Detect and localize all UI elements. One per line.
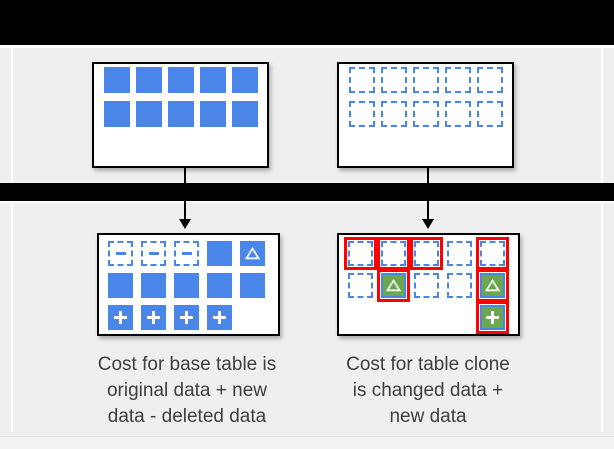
block-solid [108, 273, 133, 298]
block-plus-solid [207, 305, 232, 330]
minus-icon [115, 252, 126, 255]
table-clone-after-box [337, 233, 520, 336]
block-dashed [349, 67, 375, 93]
block-solid [141, 273, 166, 298]
caption-line: Cost for table clone [346, 354, 510, 375]
block-solid [168, 101, 194, 127]
caption-line: original data + new [106, 380, 268, 401]
block-dashed [445, 67, 471, 93]
block-dashed [349, 101, 375, 127]
minus-icon [181, 252, 192, 255]
block-minus-dashed [174, 241, 199, 266]
base-table-after-grid [99, 235, 278, 330]
delta-icon [485, 279, 500, 292]
block-solid [174, 273, 199, 298]
block-solid [232, 101, 258, 127]
base-table-cost-caption: Cost for base table is original data + n… [76, 352, 298, 430]
block-solid [104, 101, 130, 127]
block-solid [232, 67, 258, 93]
block-dashed [445, 101, 471, 127]
caption-line: Cost for base table is [97, 354, 277, 375]
bottom-page-strip [0, 436, 614, 449]
plus-icon [180, 311, 193, 324]
table-clone-after-grid [339, 235, 518, 334]
plus-icon [486, 311, 499, 324]
middle-black-band [0, 183, 614, 201]
block-plus-solid [108, 305, 133, 330]
block-plus-solid [174, 305, 199, 330]
caption-line: is changed data + [352, 380, 504, 401]
arrow-down-left-line [184, 168, 186, 220]
block-solid [200, 67, 226, 93]
block-solid [168, 67, 194, 93]
caption-line: data - deleted data [107, 406, 267, 427]
delta-icon [245, 247, 260, 260]
block-dashed [413, 67, 439, 93]
plus-icon [213, 311, 226, 324]
table-clone-cost-caption: Cost for table clone is changed data + n… [317, 352, 539, 430]
block-dashed [414, 273, 439, 298]
block-solid [200, 101, 226, 127]
divider-hairline-top [0, 45, 614, 48]
block-dashed [344, 237, 377, 270]
block-minus-dashed [141, 241, 166, 266]
left-margin-line [11, 48, 13, 183]
block-dashed [381, 67, 407, 93]
arrow-down-right-line [427, 168, 429, 220]
base-table-original-grid [94, 64, 267, 127]
block-plus-green [476, 301, 509, 334]
table-clone-initial-grid [339, 64, 512, 127]
plus-icon [114, 311, 127, 324]
block-solid [207, 273, 232, 298]
block-solid [207, 241, 232, 266]
block-dashed [413, 101, 439, 127]
minus-icon [148, 252, 159, 255]
base-table-original-box [92, 62, 269, 168]
block-dashed [476, 237, 509, 270]
block-dashed [381, 101, 407, 127]
divider-hairline-middle [0, 201, 614, 203]
block-solid [136, 101, 162, 127]
block-delta-solid [240, 241, 265, 266]
right-margin-line [601, 203, 603, 432]
block-dashed [477, 67, 503, 93]
block-dashed [377, 237, 410, 270]
caption-line: new data [389, 406, 467, 427]
right-margin-line [601, 48, 603, 183]
delta-icon [386, 279, 401, 292]
block-delta-green [476, 269, 509, 302]
block-solid [136, 67, 162, 93]
block-dashed [348, 273, 373, 298]
plus-icon [147, 311, 160, 324]
base-table-after-box [97, 233, 280, 336]
block-dashed [447, 241, 472, 266]
block-dashed [477, 101, 503, 127]
top-black-bar [0, 0, 614, 45]
arrow-down-left-head [179, 219, 191, 229]
block-delta-green [377, 269, 410, 302]
block-solid [240, 273, 265, 298]
table-clone-initial-box [337, 62, 514, 168]
block-plus-solid [141, 305, 166, 330]
block-dashed [447, 273, 472, 298]
left-margin-line [11, 203, 13, 432]
block-minus-dashed [108, 241, 133, 266]
arrow-down-right-head [422, 219, 434, 229]
block-solid [104, 67, 130, 93]
block-dashed [410, 237, 443, 270]
